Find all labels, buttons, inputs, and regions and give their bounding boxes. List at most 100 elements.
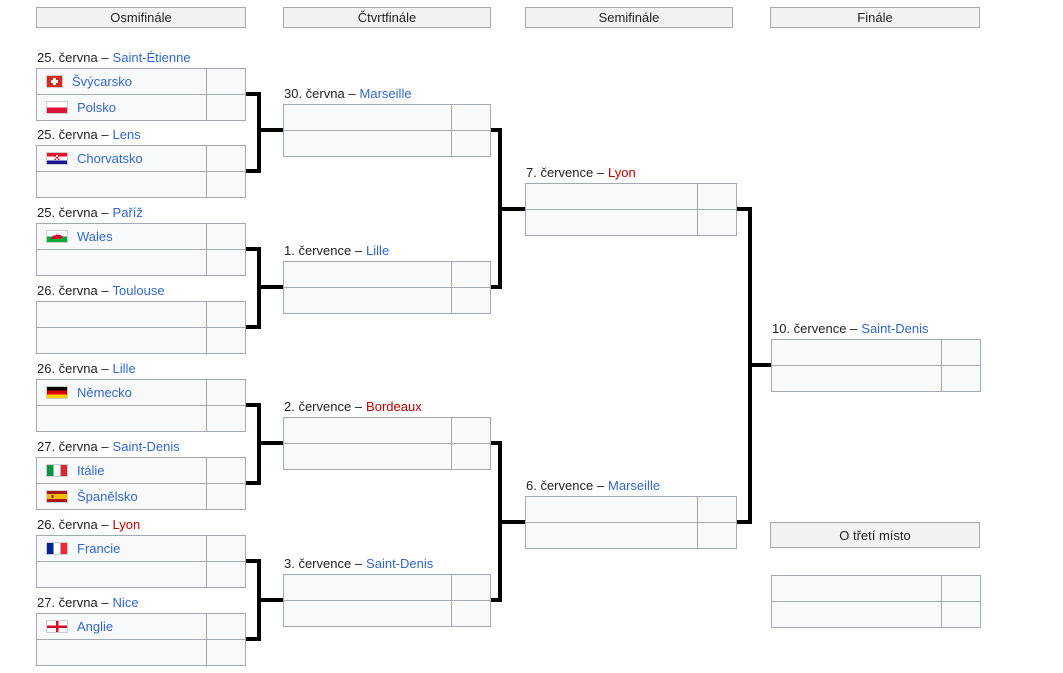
bracket-connector-line: [737, 520, 752, 524]
match-date-label: 2. července –Bordeaux: [284, 398, 422, 415]
match-date-label: 26. června –Toulouse: [37, 282, 165, 299]
wales-flag-icon: [46, 230, 68, 243]
team-row: [284, 287, 490, 313]
venue-link[interactable]: Saint-Étienne: [112, 50, 191, 65]
team-row: [284, 262, 490, 287]
bracket-connector-line: [246, 637, 261, 641]
score-cell: [697, 210, 736, 235]
team-row: Švýcarsko: [37, 69, 245, 94]
team-row: [526, 522, 736, 548]
team-link[interactable]: Itálie: [77, 463, 105, 478]
bracket-connector-line: [491, 598, 502, 602]
match-date: 7. července –: [526, 165, 605, 180]
score-cell: [206, 146, 245, 171]
team-row: [284, 575, 490, 600]
bracket-connector-line: [498, 207, 525, 211]
venue-link[interactable]: Saint-Denis: [366, 556, 434, 571]
croatia-flag-icon: [46, 152, 68, 165]
team-row: [37, 171, 245, 197]
venue-link[interactable]: Saint-Denis: [861, 321, 929, 336]
venue-link[interactable]: Toulouse: [112, 283, 165, 298]
match-table: [525, 496, 737, 549]
match-table: [283, 104, 491, 157]
team-cell: [284, 105, 451, 130]
match-table: Anglie: [36, 613, 246, 666]
score-cell: [697, 497, 736, 522]
team-row: Německo: [37, 380, 245, 405]
team-link[interactable]: Švýcarsko: [72, 74, 132, 89]
team-cell: [284, 418, 451, 443]
venue-link[interactable]: Bordeaux: [366, 399, 422, 414]
team-link[interactable]: Anglie: [77, 619, 114, 634]
match-table: [283, 574, 491, 627]
match-date-label: 6. července –Marseille: [526, 477, 660, 494]
team-row: [772, 576, 980, 601]
match-date: 27. června –: [37, 439, 109, 454]
team-cell: [284, 288, 451, 313]
team-cell: [772, 576, 941, 601]
match-date: 6. července –: [526, 478, 605, 493]
team-row: [526, 184, 736, 209]
bracket-connector-line: [498, 520, 525, 524]
team-link[interactable]: Chorvatsko: [77, 151, 143, 166]
score-cell: [206, 484, 245, 509]
venue-link[interactable]: Lens: [112, 127, 141, 142]
team-link[interactable]: Španělsko: [77, 489, 138, 504]
venue-link[interactable]: Lille: [112, 361, 136, 376]
team-cell: [772, 602, 941, 627]
bracket-connector-line: [246, 92, 261, 96]
venue-link[interactable]: Lille: [366, 243, 390, 258]
team-row: [772, 340, 980, 365]
score-cell: [451, 131, 490, 156]
match-table: [771, 575, 981, 628]
england-flag-icon: [46, 620, 68, 633]
score-cell: [697, 523, 736, 548]
team-cell: [37, 640, 206, 665]
match-date-label: 7. července –Lyon: [526, 164, 636, 181]
team-link[interactable]: Francie: [77, 541, 121, 556]
team-cell: [526, 184, 697, 209]
team-cell: [37, 302, 206, 327]
score-cell: [206, 302, 245, 327]
match-table: [771, 339, 981, 392]
venue-link[interactable]: Nice: [112, 595, 139, 610]
match-date: 26. června –: [37, 283, 109, 298]
bracket-connector-line: [246, 169, 261, 173]
round-header-round-of-16: Osmifinále: [36, 7, 246, 28]
match-table: [283, 261, 491, 314]
team-cell: [284, 575, 451, 600]
match-date: 1. července –: [284, 243, 363, 258]
score-cell: [206, 614, 245, 639]
venue-link[interactable]: Marseille: [608, 478, 661, 493]
team-row: [37, 302, 245, 327]
match-date: 25. června –: [37, 50, 109, 65]
team-cell: [284, 444, 451, 469]
score-cell: [941, 576, 980, 601]
team-cell: Německo: [37, 380, 206, 405]
team-cell: [37, 328, 206, 353]
bracket-connector-line: [257, 285, 283, 289]
team-row: [284, 600, 490, 626]
venue-link[interactable]: Lyon: [608, 165, 636, 180]
match-table: [525, 183, 737, 236]
venue-link[interactable]: Saint-Denis: [112, 439, 180, 454]
switzerland-flag-icon: [46, 75, 63, 88]
team-link[interactable]: Německo: [77, 385, 132, 400]
match-table: [36, 301, 246, 354]
france-flag-icon: [46, 542, 68, 555]
team-cell: Švýcarsko: [37, 69, 206, 94]
match-date: 26. června –: [37, 517, 109, 532]
match-table: Francie: [36, 535, 246, 588]
team-row: [37, 249, 245, 275]
score-cell: [941, 340, 980, 365]
bracket-connector-line: [491, 441, 502, 445]
match-date: 10. července –: [772, 321, 858, 336]
venue-link[interactable]: Marseille: [359, 86, 412, 101]
bracket-connector-line: [257, 598, 283, 602]
team-cell: [37, 172, 206, 197]
team-link[interactable]: Wales: [77, 229, 113, 244]
venue-link[interactable]: Paříž: [112, 205, 143, 220]
venue-link[interactable]: Lyon: [112, 517, 141, 532]
team-link[interactable]: Polsko: [77, 100, 117, 115]
